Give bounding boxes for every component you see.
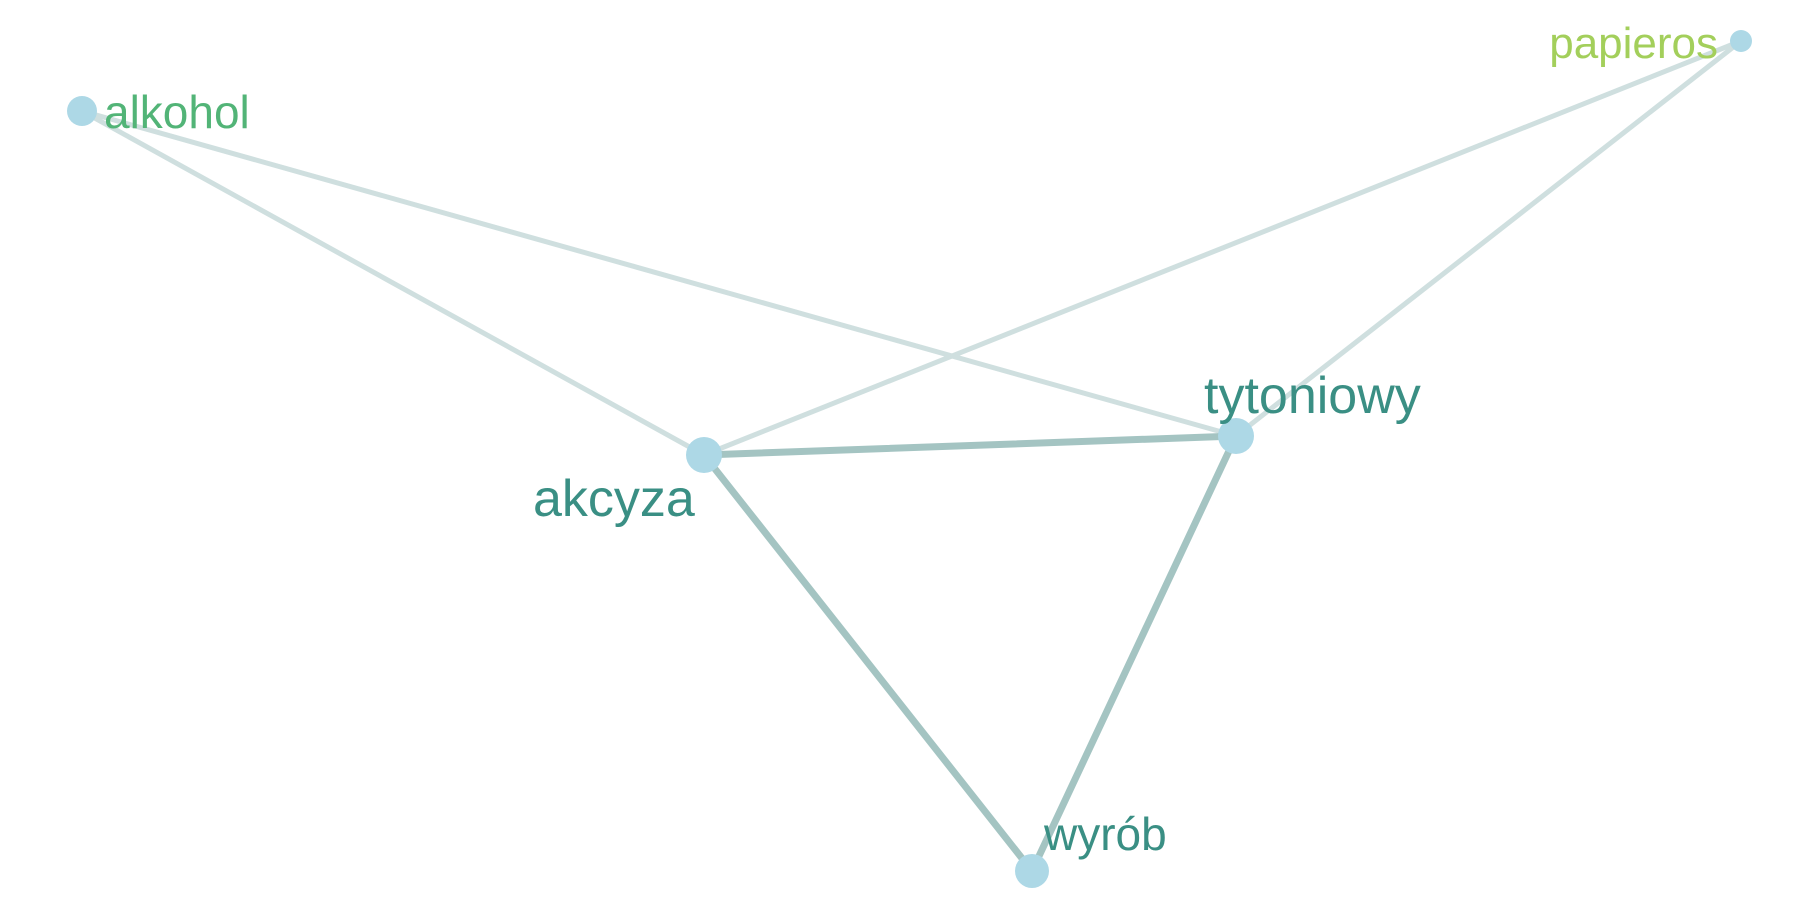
node-label-alkohol: alkohol <box>104 86 250 138</box>
node-label-papieros: papieros <box>1549 19 1718 68</box>
edge-tytoniowy-wyrob <box>1028 432 1240 875</box>
edge-akcyza-tytoniowy <box>700 432 1240 459</box>
node-tytoniowy <box>1218 418 1254 454</box>
node-label-wyrob: wyrób <box>1043 808 1167 860</box>
node-papieros <box>1730 30 1752 52</box>
edge-alkohol-tytoniowy <box>79 108 1239 439</box>
edges-layer <box>79 38 1744 875</box>
nodes-layer <box>67 30 1752 888</box>
edge-papieros-tytoniowy <box>1233 38 1744 439</box>
node-wyrob <box>1015 854 1049 888</box>
node-alkohol <box>67 96 97 126</box>
edge-papieros-akcyza <box>701 38 1744 458</box>
node-label-tytoniowy: tytoniowy <box>1204 367 1421 425</box>
edge-alkohol-akcyza <box>79 108 707 458</box>
node-akcyza <box>686 437 722 473</box>
node-label-akcyza: akcyza <box>533 470 695 528</box>
edge-akcyza-wyrob <box>700 451 1036 875</box>
labels-layer: akcyza tytoniowy wyrób alkohol papieros <box>104 19 1718 860</box>
